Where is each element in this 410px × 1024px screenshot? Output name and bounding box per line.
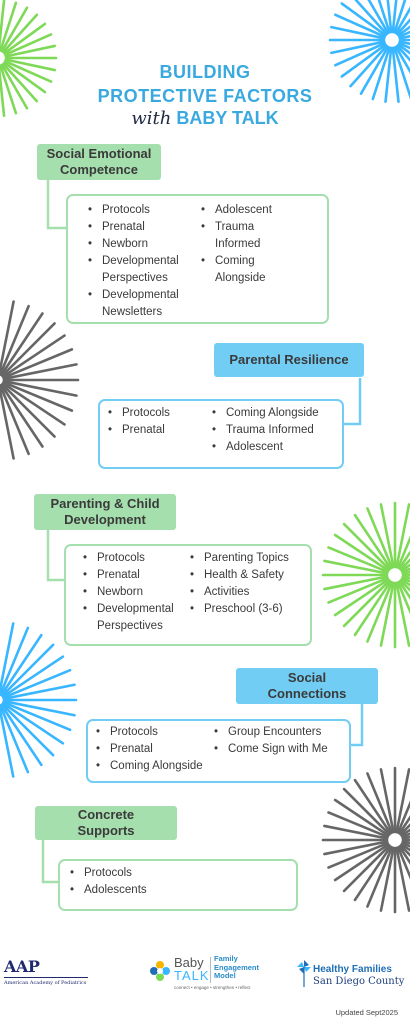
list-col-2: Parenting Topics Health & Safety Activit…	[190, 550, 289, 618]
list-item-text: Developmental	[97, 603, 174, 615]
list-item: Protocols	[83, 550, 174, 567]
babytalk-fem-2: Engagement	[214, 962, 260, 972]
list-item-text: Coming	[215, 255, 255, 267]
list-item: Prenatal	[88, 219, 179, 236]
healthy-families-line-2: San Diego County	[313, 976, 405, 987]
list-item: Newborn	[83, 584, 174, 601]
list-item: Adolescent	[201, 202, 272, 219]
title-line-3: with BABY TALK	[0, 108, 410, 129]
starburst-top-left	[0, 0, 58, 117]
label-parenting-child-development: Parenting & Child Development	[34, 494, 176, 530]
list-item: Trauma Informed	[212, 422, 319, 439]
list-col-1: Protocols Prenatal Newborn Developmental…	[83, 550, 174, 635]
list-item: Protocols	[88, 202, 179, 219]
list-item: Health & Safety	[190, 567, 289, 584]
list-item: Group Encounters	[214, 724, 328, 741]
updated-date: Updated Sept2025	[335, 1008, 398, 1017]
label-parental-resilience: Parental Resilience	[214, 343, 364, 377]
starburst-lower-left	[0, 622, 78, 778]
list-col-2: Group Encounters Come Sign with Me	[214, 724, 328, 758]
pinwheel-icon	[297, 960, 311, 987]
list-item-text: Perspectives	[97, 620, 163, 632]
list-item: Prenatal	[108, 422, 170, 439]
label-concrete-supports: Concrete Supports	[35, 806, 177, 840]
list-item: Parenting Topics	[190, 550, 289, 567]
list-item-text: Newsletters	[102, 306, 163, 318]
list-item-text: Trauma	[215, 221, 255, 233]
box-concrete-supports: Protocols Adolescents	[58, 859, 298, 911]
label-line-1: Concrete	[77, 807, 135, 822]
aap-logo: AAP American Academy of Pediatrics	[4, 958, 92, 994]
babytalk-logo: Baby TALK Family Engagement Model connec…	[148, 954, 266, 995]
list-item-text: Informed	[215, 238, 261, 250]
list-item: Prenatal	[83, 567, 174, 584]
healthy-families-line-1: Healthy Families	[313, 964, 392, 975]
box-parenting-child-development: Protocols Prenatal Newborn Developmental…	[64, 544, 312, 646]
starburst-mid-left	[0, 300, 80, 460]
label-line-1: Social Emotional	[46, 146, 152, 161]
label-line-2: Development	[64, 512, 146, 527]
starburst-lower-right	[321, 766, 410, 914]
box-social-connections: Protocols Prenatal Coming Alongside Grou…	[86, 719, 351, 783]
title-line-1: BUILDING	[159, 62, 251, 82]
label-line-1: Parental Resilience	[229, 352, 349, 367]
list-item: Coming Alongside	[96, 758, 203, 775]
list-item: Preschool (3-6)	[190, 601, 289, 618]
babytalk-fem-1: Family	[214, 954, 238, 963]
label-line-2: Supports	[77, 823, 135, 838]
aap-logo-mark: AAP	[4, 957, 40, 976]
title-baby-talk: BABY TALK	[176, 108, 279, 128]
list-item: Adolescents	[70, 882, 147, 899]
list-item-text: Developmental	[102, 255, 179, 267]
babytalk-flower-icon	[150, 961, 170, 981]
list-item-text: Alongside	[215, 272, 266, 284]
list-col-1: Protocols Prenatal	[108, 405, 170, 439]
box-social-emotional-competence: Protocols Prenatal Newborn Developmental…	[66, 194, 329, 324]
list-item: Coming Alongside	[212, 405, 319, 422]
list-item: Prenatal	[96, 741, 203, 758]
list-item: Newborn	[88, 236, 179, 253]
title-line-2: PROTECTIVE FACTORS	[97, 86, 313, 106]
label-line-2: Competence	[59, 162, 139, 177]
starburst-mid-right	[321, 501, 410, 649]
list-item: Adolescent	[212, 439, 319, 456]
list-item-text: Perspectives	[102, 272, 168, 284]
list-col-1: Protocols Adolescents	[70, 865, 147, 899]
label-social-connections: Social Connections	[236, 668, 378, 704]
label-line-1: Parenting & Child	[50, 496, 160, 511]
list-col-1: Protocols Prenatal Newborn Developmental…	[88, 202, 179, 321]
list-item: Protocols	[70, 865, 147, 882]
babytalk-fem-3: Model	[214, 971, 236, 980]
aap-logo-subtitle: American Academy of Pediatrics	[4, 980, 87, 986]
label-line-1: Social	[287, 670, 327, 685]
babytalk-baby: Baby	[174, 955, 204, 970]
list-item-text: Developmental	[102, 289, 179, 301]
babytalk-tagline: connect • engage • strengthen • reflect	[174, 985, 251, 990]
list-col-2: Coming Alongside Trauma Informed Adolesc…	[212, 405, 319, 456]
list-item: Protocols	[96, 724, 203, 741]
list-item: Activities	[190, 584, 289, 601]
list-item: Come Sign with Me	[214, 741, 328, 758]
label-social-emotional-competence: Social Emotional Competence	[37, 144, 161, 180]
list-item: Protocols	[108, 405, 170, 422]
box-parental-resilience: Protocols Prenatal Coming Alongside Trau…	[98, 399, 344, 469]
babytalk-talk: TALK	[174, 968, 210, 983]
title-with: with	[131, 108, 172, 129]
label-line-2: Connections	[267, 686, 347, 701]
healthy-families-logo: Healthy Families San Diego County	[295, 958, 407, 992]
list-col-1: Protocols Prenatal Coming Alongside	[96, 724, 203, 775]
